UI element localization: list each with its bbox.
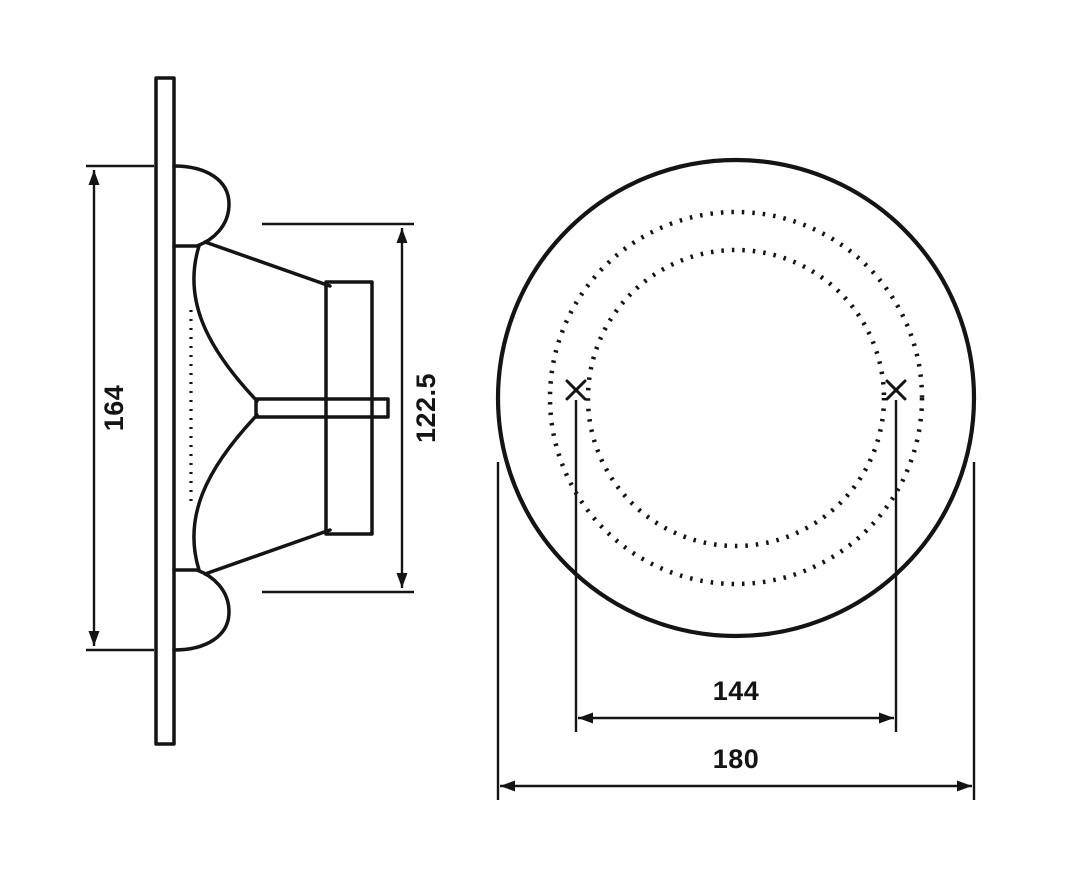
top-gasket — [172, 164, 231, 248]
magnet-body — [324, 280, 374, 536]
dimension-164: 164 — [86, 164, 154, 652]
side-view — [154, 76, 390, 746]
mounting-flange — [154, 76, 176, 746]
dimension-144: 144 — [574, 400, 898, 732]
front-view — [495, 157, 977, 639]
bottom-gasket — [172, 568, 231, 652]
dimension-label: 164 — [99, 385, 129, 432]
horn-profile-bottom — [192, 413, 259, 572]
horn-profile-top — [192, 244, 259, 403]
dimension-label: 122.5 — [411, 373, 441, 443]
cone-outline-bottom — [203, 528, 332, 576]
pole-shaft — [254, 397, 390, 419]
screw-mark-left — [565, 379, 587, 401]
screw-mark-right — [885, 379, 907, 401]
dimension-label: 180 — [713, 744, 760, 774]
dimension-180: 180 — [496, 462, 976, 800]
cone-outline-top — [203, 240, 332, 288]
outer-rim-circle — [495, 157, 977, 639]
inner-dotted-circle — [585, 247, 887, 549]
dimension-122-5: 122.5 — [262, 222, 441, 594]
dimension-label: 144 — [713, 676, 760, 706]
middle-dotted-circle — [547, 209, 925, 587]
